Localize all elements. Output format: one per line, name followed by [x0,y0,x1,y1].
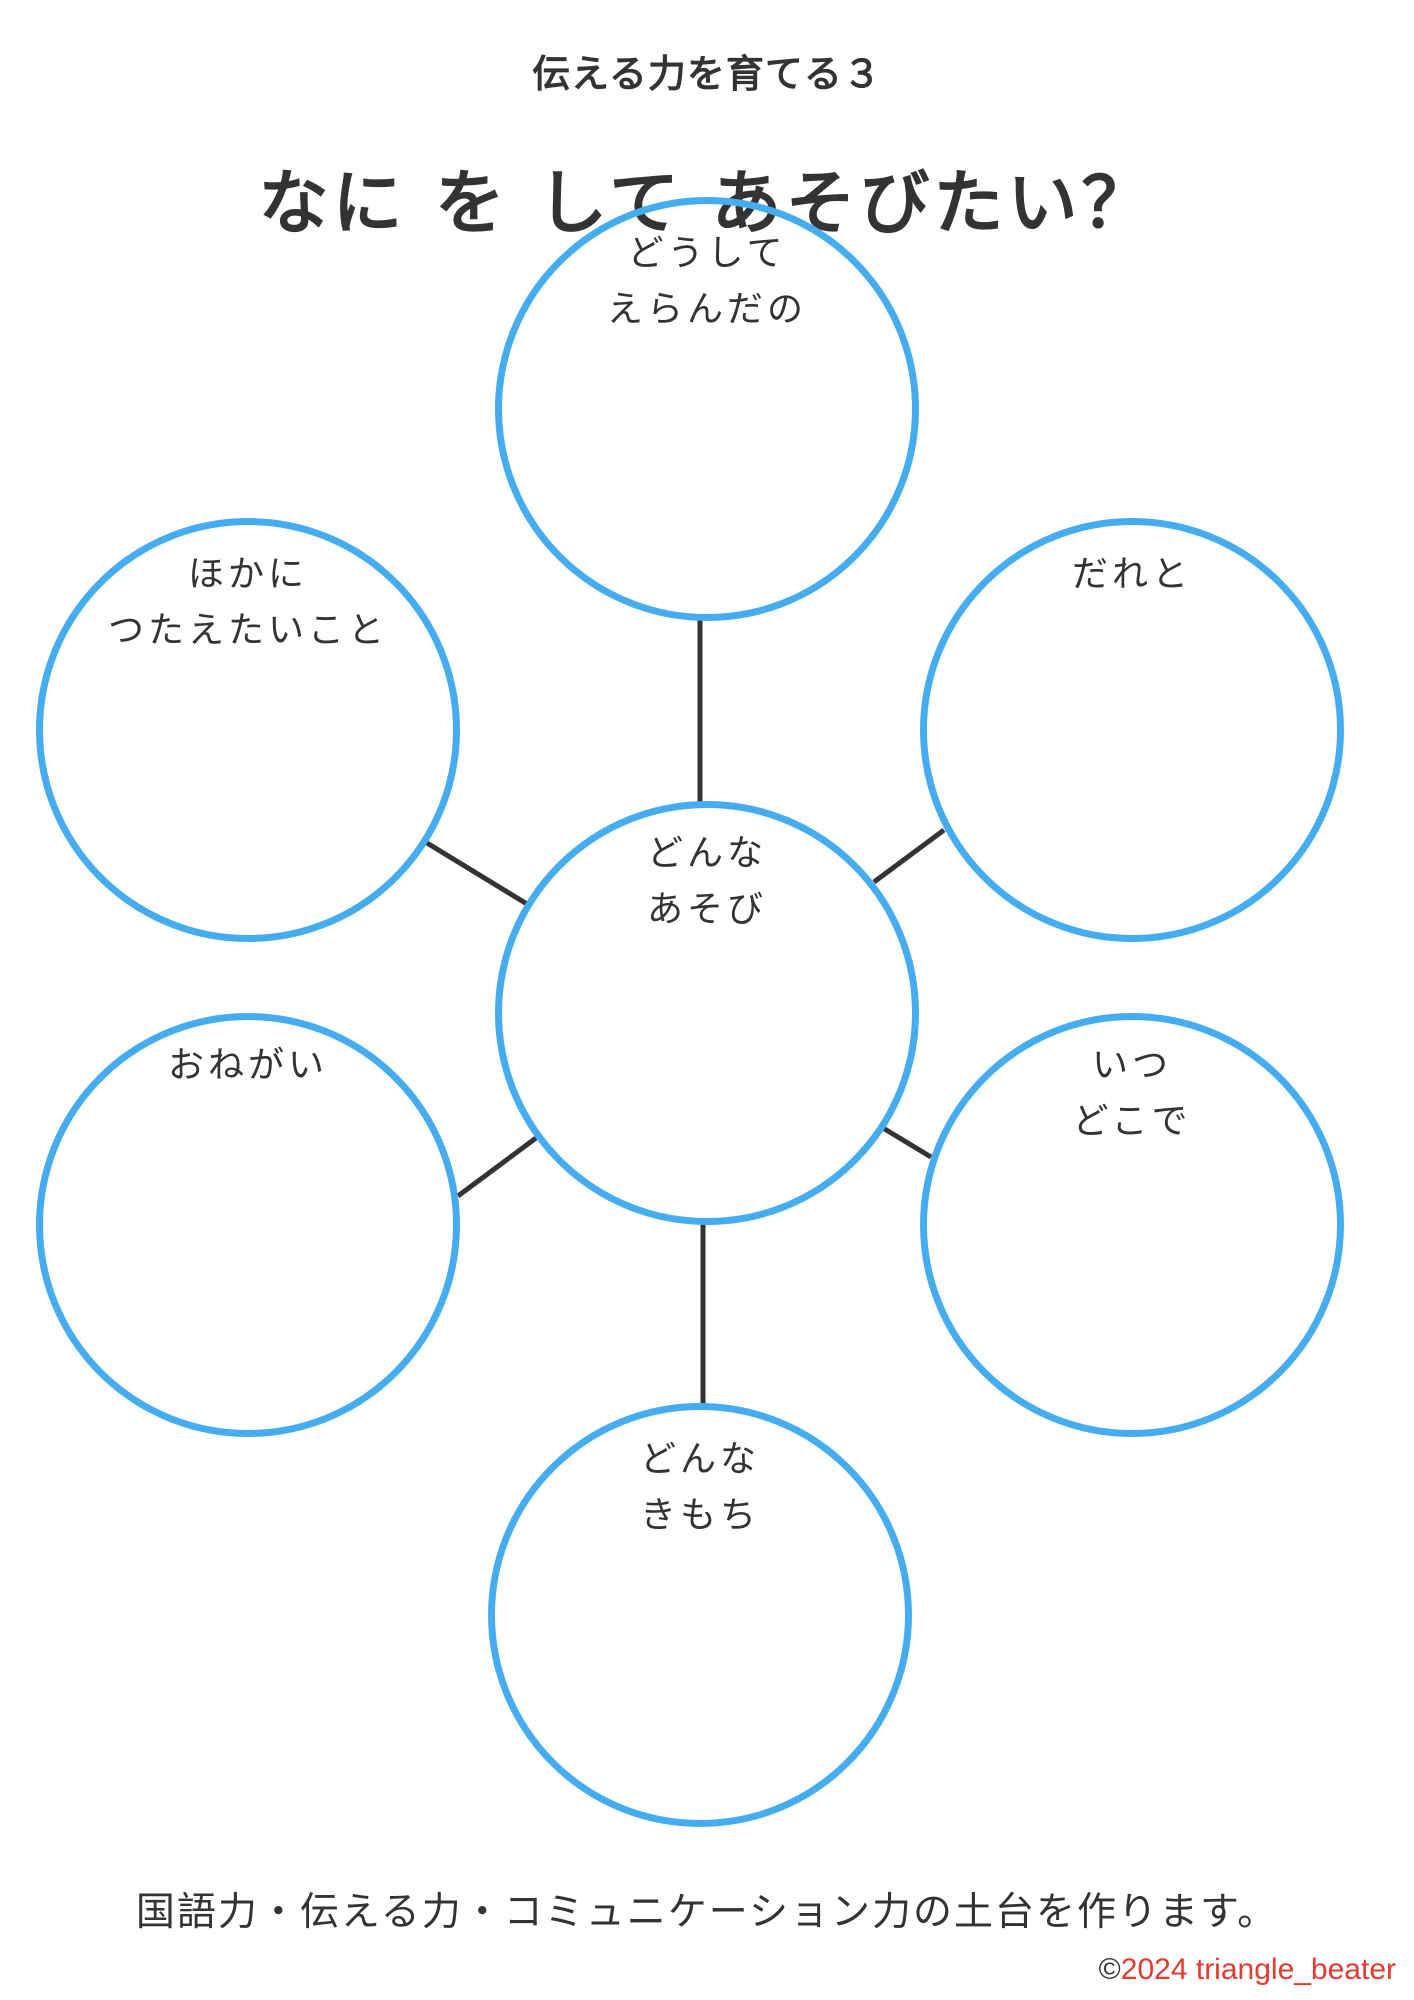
bubble-other-things[interactable]: ほかに つたえたいこと [36,518,460,942]
bubble-label-feeling: どんな きもち [639,1439,760,1536]
bubble-label-other-things: ほかに つたえたいこと [107,554,388,651]
connector-upper-left [425,840,529,907]
bubble-feeling[interactable]: どんな きもち [488,1403,912,1827]
copyright-icon: © [1098,1953,1121,1986]
bubble-label-why-chose: どうして えらんだの [606,233,807,330]
bubble-request[interactable]: おねがい [36,1013,460,1437]
bubble-center-what-play[interactable]: どんな あそび [495,801,919,1225]
bubble-label-when-where: いつ どこで [1072,1045,1192,1142]
bubble-with-whom[interactable]: だれと [920,518,1344,942]
bubble-label-with-whom: だれと [1071,554,1192,595]
copyright-notice: ©2024 triangle_beater [1099,1950,1396,1990]
bubble-label-center: どんな あそび [646,833,767,930]
connector-lower-left [456,1135,538,1199]
bubble-when-where[interactable]: いつ どこで [920,1013,1344,1437]
bubble-why-chose[interactable]: どうして えらんだの [495,197,919,621]
worksheet-subtitle: 伝える力を育てる３ [532,52,882,96]
footer-description: 国語力・伝える力・コミュニケーション力の土台を作ります。 [135,1890,1279,1935]
connector-upper-right [872,827,946,885]
copyright-owner: 2024 triangle_beater [1120,1953,1396,1986]
connector-lower-right [881,1125,933,1160]
bubble-label-request: おねがい [167,1045,328,1086]
